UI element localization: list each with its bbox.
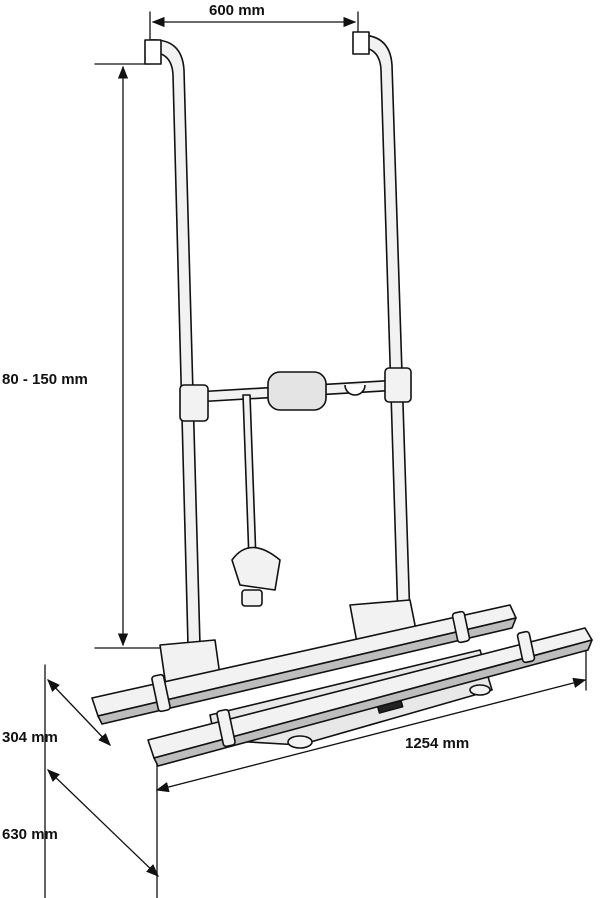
label-width-top: 600 mm	[209, 2, 265, 19]
bike-arm-pad	[267, 371, 327, 411]
bike-holder-arm	[242, 394, 257, 561]
right-upright-tube	[357, 34, 411, 621]
dimension-rail-length	[155, 649, 587, 793]
left-upright-tube	[149, 39, 201, 646]
label-rail-spacing: 304 mm	[2, 729, 58, 746]
label-depth: 630 mm	[2, 826, 58, 843]
label-height: 80 - 150 mm	[2, 371, 88, 388]
label-rail-length: 1254 mm	[405, 735, 470, 752]
